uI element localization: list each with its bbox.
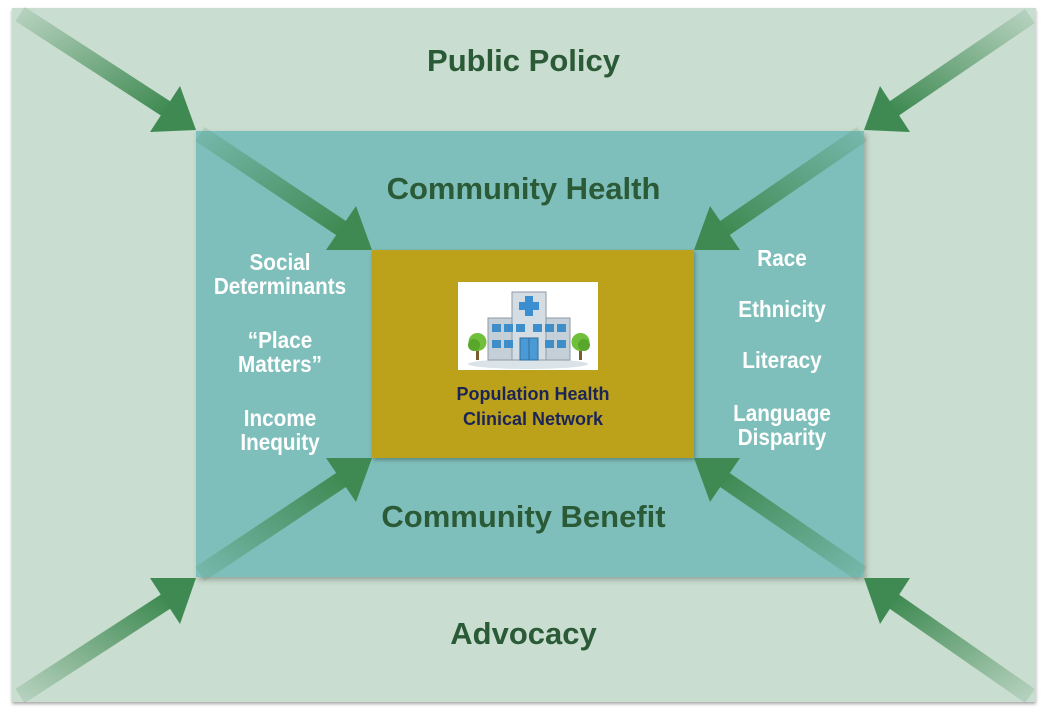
left-item-line: “Place bbox=[247, 327, 313, 353]
right-item-race: Race bbox=[710, 246, 854, 270]
center-line-1: Population Health bbox=[456, 384, 610, 404]
left-item-place-matters: “Place Matters” bbox=[208, 328, 352, 376]
center-line-2: Clinical Network bbox=[462, 409, 604, 429]
public-policy-label: Public Policy bbox=[427, 43, 620, 78]
hospital-image bbox=[458, 282, 598, 370]
left-item-social-determinants: Social Determinants bbox=[208, 250, 352, 298]
population-health-label: Population Health Clinical Network bbox=[372, 382, 694, 432]
community-benefit-label: Community Benefit bbox=[381, 499, 666, 534]
arrow-outer-top-left bbox=[15, 6, 196, 132]
community-health-label: Community Health bbox=[386, 171, 661, 206]
right-item-ethnicity: Ethnicity bbox=[710, 297, 854, 321]
arrow-outer-bottom-left bbox=[15, 578, 196, 704]
left-item-line: Social bbox=[249, 249, 311, 275]
arrow-outer-bottom-right bbox=[864, 578, 1035, 703]
left-item-line: Determinants bbox=[213, 273, 347, 299]
left-item-income-inequity: Income Inequity bbox=[208, 406, 352, 454]
hospital-icon bbox=[468, 291, 590, 369]
right-item-line: Literacy bbox=[742, 347, 822, 373]
right-item-line: Ethnicity bbox=[738, 296, 826, 322]
arrow-inner-bottom-left bbox=[195, 458, 372, 582]
arrow-inner-top-right bbox=[694, 126, 867, 250]
arrow-outer-top-right bbox=[864, 8, 1035, 132]
arrow-inner-bottom-right bbox=[694, 458, 867, 582]
left-item-line: Income bbox=[243, 405, 317, 431]
right-item-language-disparity: Language Disparity bbox=[710, 401, 854, 449]
right-item-line: Language bbox=[733, 400, 831, 426]
right-item-line: Race bbox=[757, 245, 807, 271]
left-item-line: Inequity bbox=[240, 429, 320, 455]
advocacy-label: Advocacy bbox=[450, 616, 597, 651]
right-item-literacy: Literacy bbox=[710, 348, 854, 372]
right-item-line: Disparity bbox=[737, 424, 827, 450]
arrow-inner-top-left bbox=[195, 126, 372, 250]
left-item-line: Matters” bbox=[238, 351, 322, 377]
